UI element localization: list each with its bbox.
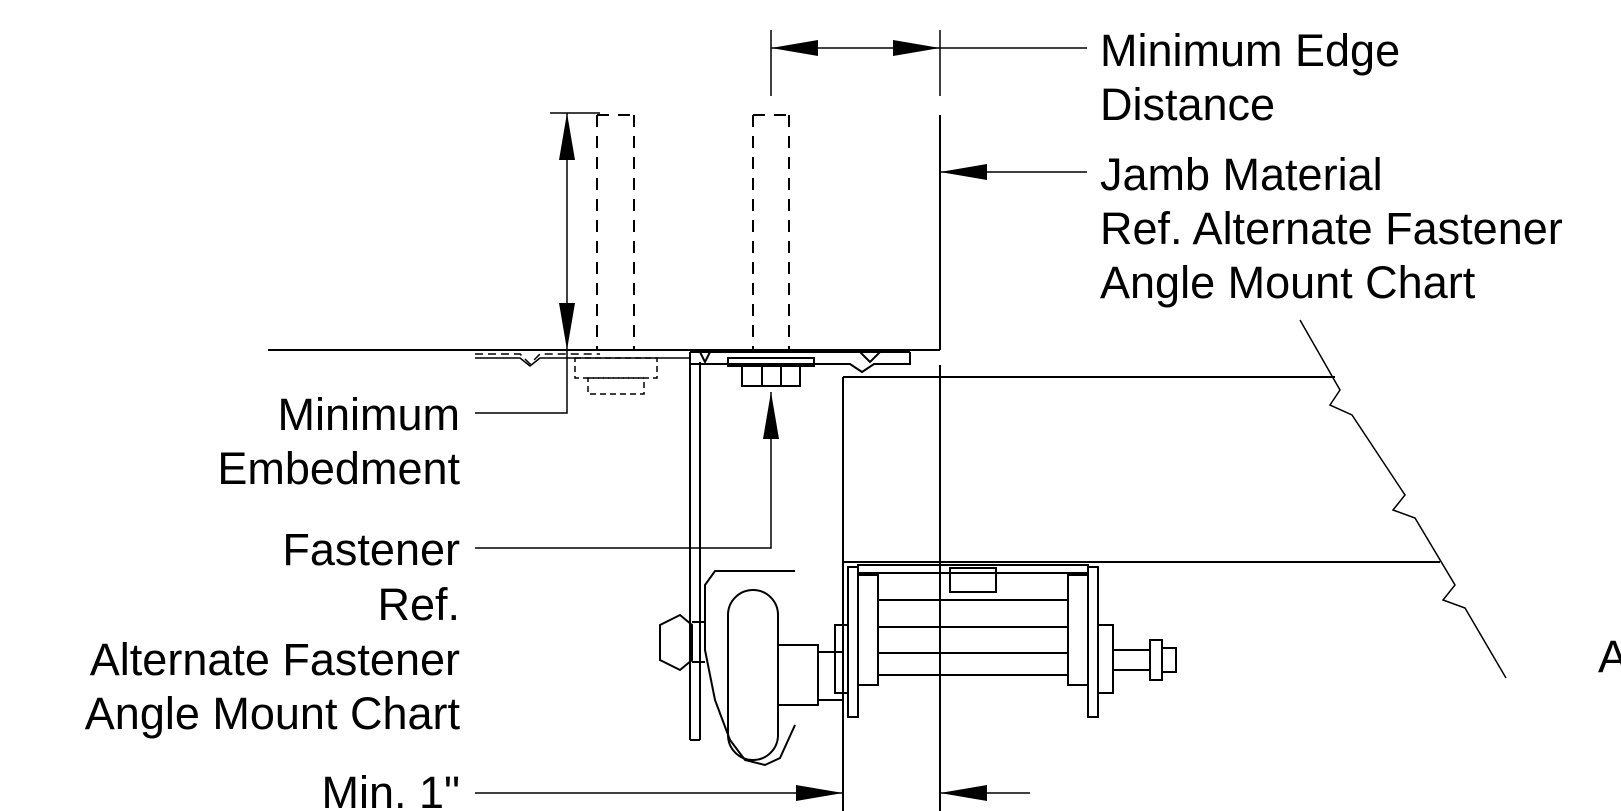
fastener-nut-right <box>727 357 815 387</box>
fastener-nut-left <box>574 357 658 395</box>
fastener-leader <box>475 392 779 549</box>
min-embed-label-line2: Embedment <box>217 443 460 494</box>
min-1in-dimension <box>475 785 1030 801</box>
min-edge-distance-dimension <box>770 30 1087 96</box>
min-edge-label-line1: Minimum Edge <box>1100 25 1400 76</box>
fastener-label-line3: Alternate Fastener <box>90 634 460 685</box>
trolley-wheels <box>834 564 1177 718</box>
break-line <box>1299 319 1507 679</box>
fastener-label-line1: Fastener <box>282 524 460 575</box>
min-edge-label-line2: Distance <box>1100 79 1275 130</box>
roller-assembly <box>659 570 844 767</box>
min-embedment-dimension <box>475 112 600 414</box>
jamb-material-leader <box>940 164 1087 180</box>
right-clipped-label: A <box>1598 631 1621 682</box>
fastener-label-line2: Ref. <box>377 579 460 630</box>
mounting-bracket <box>475 351 911 741</box>
jamb-label-line1: Jamb Material <box>1100 149 1383 200</box>
fastener-shank-left-dashed <box>596 114 635 350</box>
jamb-label-line3: Angle Mount Chart <box>1100 257 1476 308</box>
fastener-shank-right-dashed <box>752 114 790 350</box>
track-angle-lines <box>842 365 1440 811</box>
fastener-label-line4: Angle Mount Chart <box>85 688 461 739</box>
jamb-label-line2: Ref. Alternate Fastener <box>1100 203 1563 254</box>
jamb-material-outline <box>268 115 941 351</box>
min-embed-label-line1: Minimum <box>277 389 460 440</box>
min-1in-label: Min. 1" <box>321 767 460 811</box>
